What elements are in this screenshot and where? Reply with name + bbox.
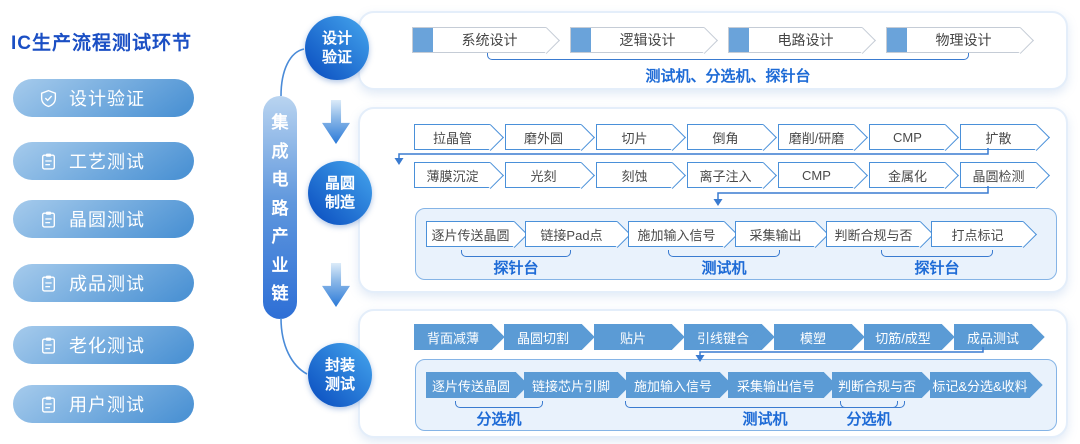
group-bracket	[455, 401, 543, 408]
process-step: 磨外圆	[505, 124, 581, 150]
process-step: 贴片	[594, 324, 672, 350]
process-step: 离子注入	[687, 162, 763, 188]
equipment-caption: 探针台	[914, 260, 960, 277]
sidebar-item-label: 工艺测试	[69, 152, 145, 172]
flow-down-arrow	[322, 263, 350, 307]
wafer-test-subpanel: 逐片传送晶圆 链接Pad点 施加输入信号 采集输出 判断合规与否 打点标记 探针…	[415, 208, 1057, 280]
process-step: 扩散	[960, 124, 1036, 150]
process-step: 光刻	[505, 162, 581, 188]
sidebar-item-label: 晶圆测试	[69, 210, 145, 230]
test-step: 链接Pad点	[525, 221, 617, 247]
wafer-test-steps-row: 逐片传送晶圆 链接Pad点 施加输入信号 采集输出 判断合规与否 打点标记	[426, 221, 1023, 247]
sidebar-item-label: 老化测试	[69, 336, 145, 356]
test-step: 标记&分选&收料	[930, 372, 1030, 398]
process-step: 引线键合	[684, 324, 762, 350]
clipboard-icon	[42, 337, 55, 354]
equipment-caption: 测试机	[701, 260, 747, 277]
test-step: 施加输入信号	[628, 221, 724, 247]
industry-chain-pill: 集成电路产业链	[263, 96, 297, 319]
process-step: 逻辑设计	[570, 27, 704, 53]
design-steps-row: 系统设计 逻辑设计 电路设计 物理设计	[412, 27, 1020, 53]
sidebar-item-user-test[interactable]: 用户测试	[13, 385, 194, 423]
sidebar-item-burn-in-test[interactable]: 老化测试	[13, 326, 194, 364]
package-steps-row: 背面减薄 晶圆切割 贴片 引线键合 模塑 切筋/成型 成品测试	[414, 324, 1032, 350]
page-title: IC生产流程测试环节	[11, 33, 193, 54]
shield-check-icon	[40, 89, 57, 107]
wafer-panel: 拉晶管 磨外圆 切片 倒角 磨削/研磨 CMP 扩散 薄膜沉淀 光刻 刻蚀 离子…	[358, 107, 1068, 293]
test-step: 采集输出信号	[728, 372, 824, 398]
group-bracket	[668, 250, 780, 257]
equipment-caption: 分选机	[846, 411, 892, 428]
process-step: CMP	[778, 162, 854, 188]
clipboard-icon	[42, 275, 55, 292]
process-step: 晶圆切割	[504, 324, 582, 350]
group-bracket	[625, 401, 905, 408]
sidebar-item-final-test[interactable]: 成品测试	[13, 264, 194, 302]
process-step: 晶圆检测	[960, 162, 1036, 188]
group-bracket	[881, 250, 993, 257]
process-step: 背面减薄	[414, 324, 492, 350]
sidebar-item-design-verify[interactable]: 设计验证	[13, 79, 194, 117]
process-step: 系统设计	[412, 27, 546, 53]
sidebar-item-label: 成品测试	[69, 274, 145, 294]
test-step: 链接芯片引脚	[524, 372, 618, 398]
test-step: 判断合规与否	[832, 372, 922, 398]
group-bracket	[840, 401, 898, 408]
process-step: 拉晶管	[414, 124, 490, 150]
test-step: 采集输出	[735, 221, 815, 247]
equipment-caption: 探针台	[493, 260, 539, 277]
group-bracket	[487, 53, 969, 60]
process-step: 电路设计	[728, 27, 862, 53]
equipment-caption: 测试机、分选机、探针台	[645, 68, 811, 85]
sidebar-item-process-test[interactable]: 工艺测试	[13, 142, 194, 180]
process-step: CMP	[869, 124, 945, 150]
sidebar-item-label: 用户测试	[69, 395, 145, 415]
process-step: 成品测试	[954, 324, 1032, 350]
sidebar-item-wafer-test[interactable]: 晶圆测试	[13, 200, 194, 238]
sidebar-item-label: 设计验证	[69, 89, 145, 109]
test-step: 施加输入信号	[626, 372, 720, 398]
design-panel: 系统设计 逻辑设计 电路设计 物理设计 测试机、分选机、探针台	[358, 11, 1068, 90]
flow-down-arrow	[322, 100, 350, 144]
industry-chain-label: 集成电路产业链	[271, 113, 289, 303]
group-bracket	[461, 250, 571, 257]
clipboard-icon	[42, 211, 55, 228]
process-step: 物理设计	[886, 27, 1020, 53]
equipment-caption: 测试机	[742, 411, 788, 428]
process-step: 金属化	[869, 162, 945, 188]
process-step: 磨削/研磨	[778, 124, 854, 150]
stage-node-wafer-fab: 晶圆制造	[308, 161, 372, 225]
test-step: 逐片传送晶圆	[426, 372, 516, 398]
clipboard-icon	[42, 396, 55, 413]
stage-node-package-test: 封装测试	[308, 343, 372, 407]
process-step: 薄膜沉淀	[414, 162, 490, 188]
package-panel: 背面减薄 晶圆切割 贴片 引线键合 模塑 切筋/成型 成品测试 逐片传送晶圆 链…	[358, 309, 1068, 438]
process-step: 倒角	[687, 124, 763, 150]
clipboard-icon	[42, 153, 55, 170]
package-test-subpanel: 逐片传送晶圆 链接芯片引脚 施加输入信号 采集输出信号 判断合规与否 标记&分选…	[415, 359, 1057, 431]
package-test-steps-row: 逐片传送晶圆 链接芯片引脚 施加输入信号 采集输出信号 判断合规与否 标记&分选…	[426, 372, 1030, 398]
test-step: 逐片传送晶圆	[426, 221, 514, 247]
process-step: 刻蚀	[596, 162, 672, 188]
process-step: 模塑	[774, 324, 852, 350]
process-step: 切筋/成型	[864, 324, 942, 350]
test-step: 打点标记	[931, 221, 1023, 247]
test-step: 判断合规与否	[826, 221, 920, 247]
wafer-steps-row-1: 拉晶管 磨外圆 切片 倒角 磨削/研磨 CMP 扩散	[414, 124, 1036, 150]
process-step: 切片	[596, 124, 672, 150]
stage-node-design-verify: 设计验证	[305, 16, 369, 80]
equipment-caption: 分选机	[476, 411, 522, 428]
wafer-steps-row-2: 薄膜沉淀 光刻 刻蚀 离子注入 CMP 金属化 晶圆检测	[414, 162, 1036, 188]
